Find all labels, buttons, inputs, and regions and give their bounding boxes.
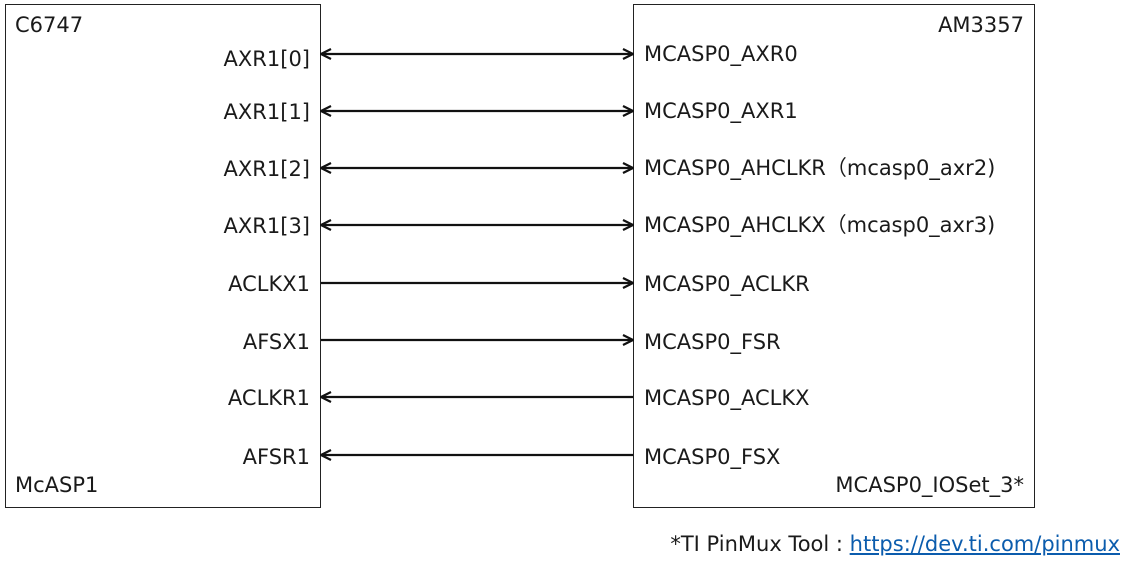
left-pin-axr1-2: AXR1[2] (223, 157, 310, 181)
pinmux-link[interactable]: https://dev.ti.com/pinmux (849, 532, 1120, 556)
left-pin-aclkx1: ACLKX1 (228, 272, 310, 296)
right-pin-mcasp0-aclkx: MCASP0_ACLKX (644, 386, 810, 410)
right-pin-mcasp0-fsx: MCASP0_FSX (644, 445, 781, 469)
am3357-peripheral-label: MCASP0_IOSet_3* (835, 473, 1024, 497)
right-pin-mcasp0-ahclkx: MCASP0_AHCLKX（mcasp0_axr3) (644, 213, 996, 237)
c6747-peripheral-label: McASP1 (15, 473, 99, 497)
right-pin-mcasp0-axr0: MCASP0_AXR0 (644, 42, 798, 66)
left-pin-afsr1: AFSR1 (242, 445, 310, 469)
right-pin-mcasp0-ahclkr: MCASP0_AHCLKR（mcasp0_axr2) (644, 156, 996, 180)
am3357-chip-name: AM3357 (938, 13, 1024, 37)
left-pin-axr1-1: AXR1[1] (223, 100, 310, 124)
am3357-chip-block: AM3357 MCASP0_AXR0 MCASP0_AXR1 MCASP0_AH… (633, 4, 1035, 508)
right-pin-mcasp0-axr1: MCASP0_AXR1 (644, 99, 798, 123)
footnote-prefix: *TI PinMux Tool : (670, 532, 850, 556)
c6747-chip-block: C6747 AXR1[0] AXR1[1] AXR1[2] AXR1[3] AC… (5, 4, 321, 508)
left-pin-aclkr1: ACLKR1 (227, 386, 310, 410)
left-pin-axr1-0: AXR1[0] (223, 47, 310, 71)
pinmux-footnote: *TI PinMux Tool : https://dev.ti.com/pin… (670, 532, 1120, 556)
right-pin-mcasp0-fsr: MCASP0_FSR (644, 330, 781, 354)
right-pin-mcasp0-aclkr: MCASP0_ACLKR (644, 272, 810, 296)
left-pin-axr1-3: AXR1[3] (223, 214, 310, 238)
left-pin-afsx1: AFSX1 (242, 330, 310, 354)
c6747-chip-name: C6747 (15, 13, 84, 37)
